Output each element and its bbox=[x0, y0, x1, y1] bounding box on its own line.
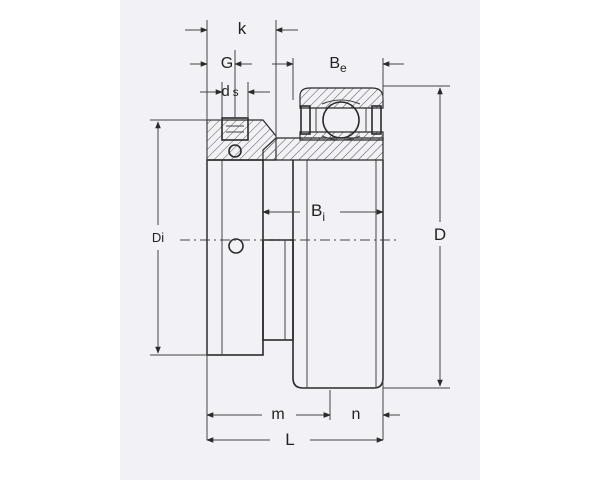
label-m: m bbox=[271, 406, 284, 423]
set-screw-ball bbox=[228, 144, 242, 158]
label-ds-main: d bbox=[221, 83, 229, 100]
label-L: L bbox=[285, 430, 294, 449]
label-ds-sub: s bbox=[233, 85, 239, 99]
label-D: D bbox=[434, 225, 446, 244]
label-Be: Be bbox=[329, 55, 347, 75]
label-Di: Di bbox=[152, 230, 164, 245]
label-Bi-sub: i bbox=[322, 210, 325, 224]
label-G: G bbox=[221, 55, 233, 72]
bearing-ball bbox=[322, 101, 360, 139]
label-k: k bbox=[238, 19, 247, 38]
inner-ring-section bbox=[262, 137, 384, 161]
label-Be-sub: e bbox=[340, 61, 347, 75]
label-Bi: Bi bbox=[311, 201, 325, 224]
label-Bi-main: B bbox=[311, 201, 322, 220]
lube-hole bbox=[228, 238, 244, 254]
bearing-body bbox=[206, 87, 384, 389]
seal-left bbox=[300, 105, 311, 135]
label-Be-main: B bbox=[329, 55, 340, 72]
label-n: n bbox=[352, 406, 361, 423]
outer-ring-section bbox=[299, 87, 384, 109]
outer-ring-lower-section bbox=[299, 131, 384, 141]
dimension-lines bbox=[150, 20, 450, 443]
seal-right bbox=[371, 105, 382, 135]
